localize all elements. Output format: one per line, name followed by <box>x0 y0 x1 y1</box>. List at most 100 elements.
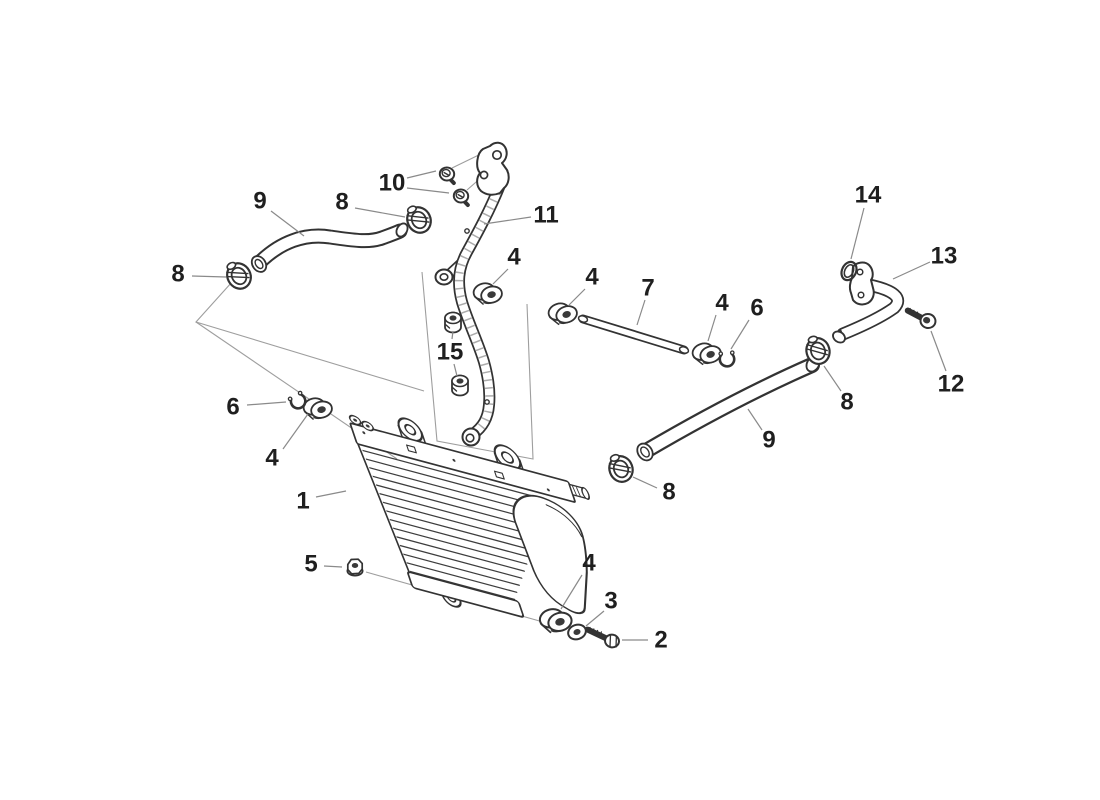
callout-13: 13 <box>892 243 958 280</box>
radiator-fin <box>362 449 551 502</box>
leader-line <box>191 275 227 278</box>
leader-line <box>632 476 658 489</box>
part-10-screw-upper <box>436 164 458 186</box>
part-10-screw-lower <box>450 186 472 208</box>
callout-label-15: 15 <box>437 339 464 366</box>
part-4-grommet-pipe-left <box>545 297 581 329</box>
leader-line <box>747 408 763 431</box>
part-9-oil-hose-left <box>250 222 409 273</box>
callout-11: 11 <box>483 202 559 229</box>
leader-line <box>560 574 583 610</box>
leader-line <box>406 187 450 194</box>
part-15-clip-nut-upper <box>444 311 462 334</box>
radiator-bottom-rail <box>407 571 525 618</box>
leader-line <box>730 319 750 350</box>
callout-label-1: 1 <box>296 488 309 515</box>
callout-label-8-hose-left-bottom: 8 <box>171 261 184 288</box>
callout-label-13: 13 <box>931 243 958 270</box>
callout-label-4-pipe-right: 4 <box>715 290 729 317</box>
radiator-fin <box>379 492 538 537</box>
callout-2: 2 <box>622 627 668 654</box>
callout-label-9-left: 9 <box>253 188 266 215</box>
radiator-fin <box>399 544 523 580</box>
leader-line <box>707 314 717 342</box>
callout-4-pipe-right: 4 <box>707 290 729 342</box>
callout-label-2: 2 <box>654 627 667 654</box>
callout-12: 12 <box>930 330 965 398</box>
callout-label-4-pipe-left: 4 <box>585 264 599 291</box>
part-8-clamp-radiator-right <box>603 449 638 487</box>
callout-4-pipe-left: 4 <box>568 264 599 306</box>
leader-line <box>492 268 509 285</box>
callout-label-4-bottom: 4 <box>582 550 596 577</box>
leader-line <box>323 565 343 568</box>
callout-label-3: 3 <box>604 588 617 615</box>
part-13-metal-pipe <box>832 261 904 344</box>
part-15-clip-nut-lower <box>451 374 469 397</box>
radiator-rail-details <box>362 431 550 492</box>
bracket-arm-hatching <box>455 183 504 438</box>
leader-line <box>585 610 605 627</box>
callout-8-hose-left-bottom: 8 <box>171 261 227 288</box>
callout-label-6-right: 6 <box>750 295 763 322</box>
callout-label-4-radiator-left: 4 <box>265 445 279 472</box>
leader-line <box>270 210 305 237</box>
leader-line <box>823 365 842 392</box>
part-4-grommet-bracket <box>470 278 505 308</box>
leader-line <box>568 288 586 306</box>
callout-label-7: 7 <box>641 275 654 302</box>
part-4-grommet-radiator-left <box>300 393 335 423</box>
callout-3: 3 <box>585 588 618 627</box>
part-12-screw <box>904 307 937 330</box>
part-1-oil-cooler <box>348 414 590 618</box>
part-6-circlip-right <box>717 349 737 369</box>
leader-line <box>282 413 309 450</box>
part-14-o-ring <box>840 260 858 282</box>
leader-line <box>451 330 454 340</box>
part-7-oil-pipe <box>577 314 690 355</box>
radiator-fin <box>392 527 528 565</box>
leader-line <box>406 170 437 179</box>
callout-label-8-pipe-right: 8 <box>840 389 853 416</box>
leader-line <box>354 207 406 218</box>
callout-9-left: 9 <box>253 188 305 237</box>
radiator-end-tank <box>512 494 588 615</box>
callout-4-radiator-left: 4 <box>265 413 309 472</box>
callout-label-8-radiator-right: 8 <box>662 479 675 506</box>
callout-label-12: 12 <box>938 371 965 398</box>
part-2-screw <box>584 626 620 649</box>
bracket-top-flange <box>476 141 510 196</box>
callout-label-14: 14 <box>855 182 882 209</box>
leader-line <box>315 490 347 498</box>
callout-label-9-right: 9 <box>762 427 775 454</box>
leader-line <box>483 216 532 225</box>
radiator-fin <box>375 484 541 530</box>
callout-8-pipe-right: 8 <box>823 365 854 416</box>
leader-line <box>850 207 865 260</box>
callout-label-8-hose-left-top: 8 <box>335 189 348 216</box>
assembly-line <box>421 271 534 460</box>
radiator-outlet-stub <box>568 483 590 500</box>
callout-7: 7 <box>636 275 655 326</box>
callout-15: 15 <box>437 330 464 377</box>
leader-line <box>636 299 646 326</box>
part-4-grommet-pipe-right <box>689 337 725 369</box>
callout-1: 1 <box>296 488 347 515</box>
callout-6-left: 6 <box>226 394 287 421</box>
leader-line <box>892 261 931 280</box>
callout-8-radiator-right: 8 <box>632 476 676 506</box>
callout-label-11: 11 <box>533 202 558 229</box>
callout-10: 10 <box>379 170 450 197</box>
radiator-fin <box>382 501 536 544</box>
radiator-left-stubs <box>348 414 375 432</box>
part-9-oil-hose-right <box>636 355 821 462</box>
callout-9-right: 9 <box>747 408 776 454</box>
callout-4-bracket: 4 <box>492 244 521 285</box>
callout-label-10: 10 <box>379 170 406 197</box>
radiator-fin <box>403 553 520 587</box>
part-11-bracket <box>434 141 510 447</box>
radiator-left-edge <box>356 443 412 576</box>
part-5-nut <box>346 558 364 577</box>
